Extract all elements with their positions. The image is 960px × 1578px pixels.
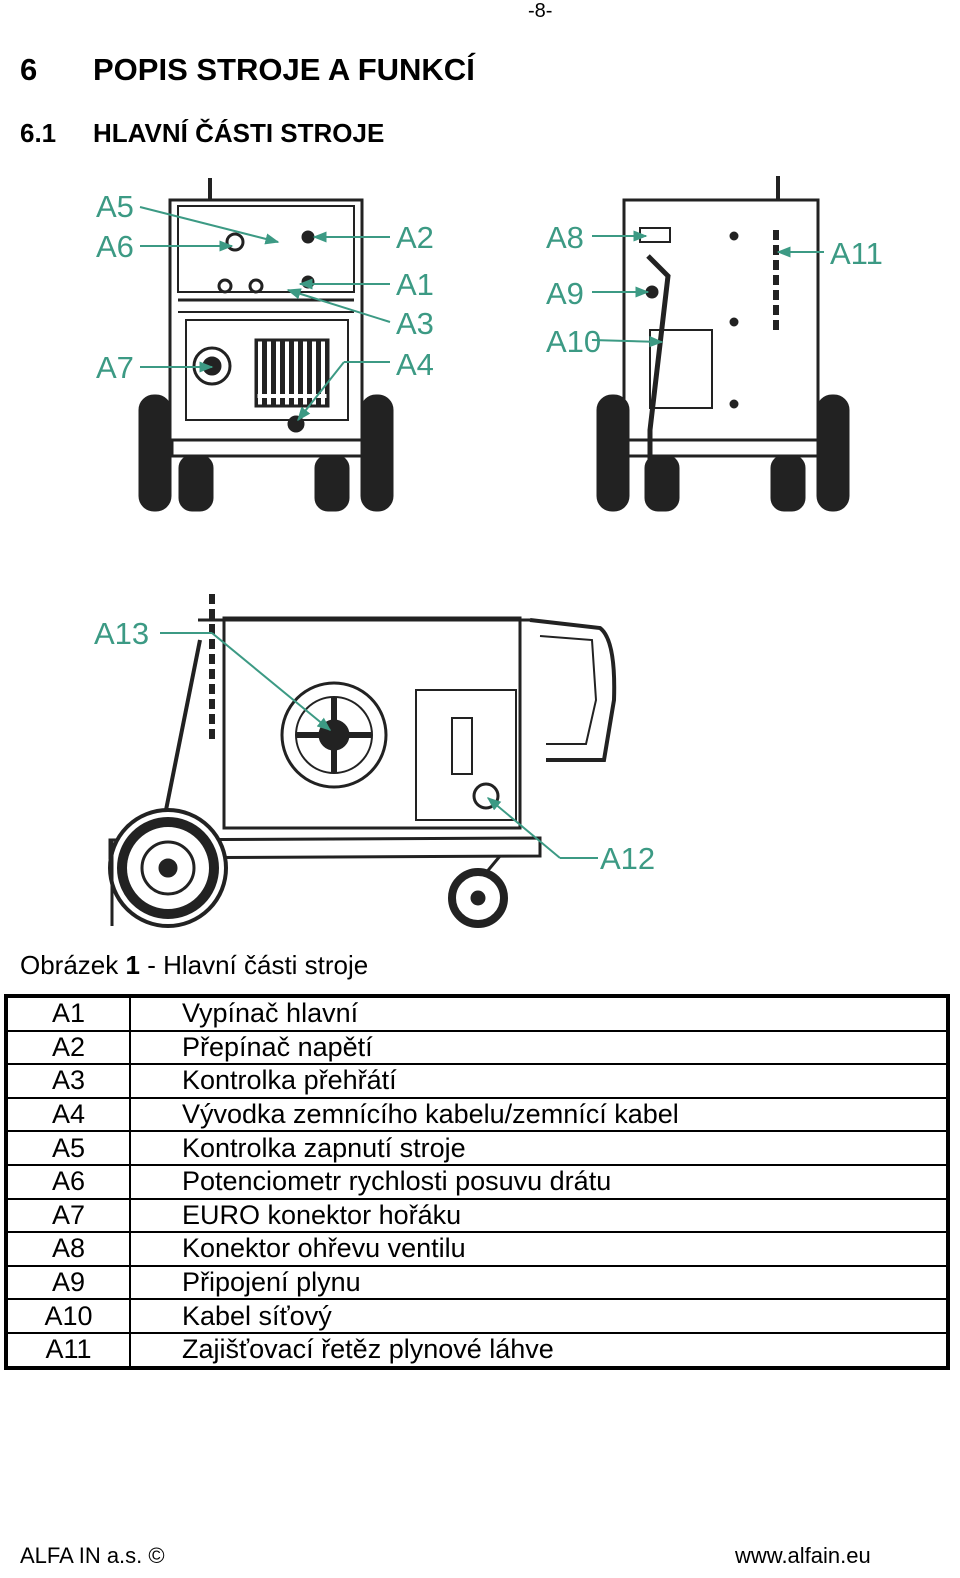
part-description: Zajišťovací řetěz plynové láhve — [182, 1334, 554, 1365]
part-description: EURO konektor hořáku — [130, 1198, 948, 1234]
callout-a2: A2 — [396, 220, 434, 255]
side-view-drawing — [108, 594, 617, 928]
part-code: A9 — [6, 1265, 131, 1301]
subsection-heading: 6.1 HLAVNÍ ČÁSTI STROJE — [20, 118, 384, 149]
section-heading: 6 POPIS STROJE A FUNKCÍ — [20, 52, 475, 88]
callout-a8: A8 — [546, 220, 584, 255]
part-code: A7 — [6, 1198, 131, 1234]
section-title: POPIS STROJE A FUNKCÍ — [93, 52, 475, 87]
callout-a3: A3 — [396, 306, 434, 341]
part-description: Vypínač hlavní — [130, 996, 948, 1032]
callout-a4: A4 — [396, 347, 434, 382]
part-code: A11 — [6, 1332, 131, 1368]
rear-view-drawing — [596, 176, 850, 512]
caption-prefix: Obrázek — [20, 950, 126, 980]
subsection-number: 6.1 — [20, 118, 57, 148]
callout-a12: A12 — [600, 841, 655, 876]
part-code: A10 — [6, 1299, 131, 1334]
part-description: Kabel síťový — [130, 1299, 948, 1334]
figure-caption: Obrázek 1 - Hlavní části stroje — [20, 950, 368, 981]
caption-text: - Hlavní části stroje — [139, 950, 369, 980]
part-code: A6 — [6, 1164, 131, 1200]
part-code: A1 — [6, 996, 131, 1032]
part-description: Konektor ohřevu ventilu — [130, 1232, 948, 1267]
part-description: Kontrolka zapnutí stroje — [130, 1131, 948, 1166]
table-row: A11 Zajišťovací řetěz plynové láhve — [6, 1332, 948, 1368]
subsection-title: HLAVNÍ ČÁSTI STROJE — [93, 118, 385, 148]
callout-a6: A6 — [96, 229, 134, 264]
callout-a5: A5 — [96, 189, 134, 224]
section-number: 6 — [20, 52, 38, 87]
part-code: A4 — [6, 1097, 131, 1133]
part-description: Kontrolka přehřátí — [130, 1064, 948, 1099]
part-description: Potenciometr rychlosti posuvu drátu — [130, 1164, 948, 1200]
machine-figure: A5 A6 A7 A2 A1 A3 A4 A8 A9 A10 A11 A13 A… — [94, 176, 883, 928]
part-code: A5 — [6, 1131, 131, 1166]
callout-a10: A10 — [546, 324, 601, 359]
callout-a1: A1 — [396, 267, 434, 302]
part-description: Přepínač napětí — [130, 1030, 948, 1066]
part-code: A8 — [6, 1232, 131, 1267]
part-code: A3 — [6, 1064, 131, 1099]
part-description: Připojení plynu — [130, 1265, 948, 1301]
footer-website: www.alfain.eu — [735, 1543, 871, 1568]
front-view-drawing — [138, 178, 394, 512]
part-code: A2 — [6, 1030, 131, 1066]
callout-a7: A7 — [96, 350, 134, 385]
caption-number: 1 — [125, 950, 140, 980]
page-number: -8- — [528, 0, 553, 22]
callout-a9: A9 — [546, 276, 584, 311]
footer-company: ALFA IN a.s. © — [20, 1543, 165, 1568]
part-description: Vývodka zemnícího kabelu/zemnící kabel — [130, 1097, 948, 1133]
callout-a11: A11 — [830, 236, 883, 271]
leader-lines — [139, 206, 824, 859]
callout-a13: A13 — [94, 616, 149, 651]
